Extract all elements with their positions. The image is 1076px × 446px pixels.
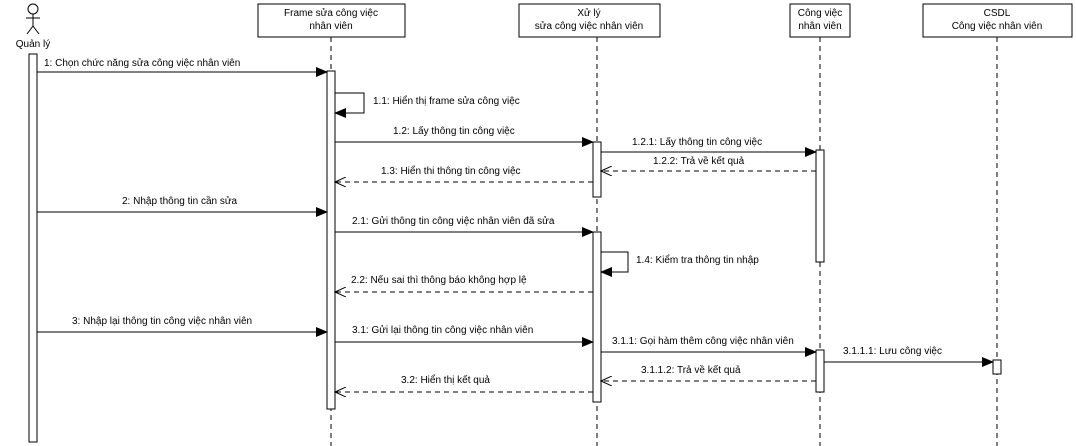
lifeline-congviec: Công việc nhân viên: [789, 3, 851, 446]
message-1-1: 1.1: Hiển thị frame sửa công việc: [334, 92, 520, 118]
lifeline-congviec-title-2: nhân viên: [798, 21, 841, 32]
message-3: 3: Nhập lại thông tin công việc nhân viê…: [37, 316, 328, 337]
activation-xuly-2: [592, 231, 602, 403]
message-1-2: 1.2: Lấy thông tin công việc: [335, 125, 594, 147]
message-1-4: 1.4: Kiểm tra thông tin nhập: [600, 251, 759, 277]
activation-congviec-1: [815, 149, 825, 263]
message-1-3: 1.3: Hiển thi thông tin công việc: [335, 165, 593, 182]
message-3-label: 3: Nhập lại thông tin công việc nhân viê…: [72, 316, 252, 327]
message-3-1-1-label: 3.1.1: Gọi hàm thêm công việc nhân viên: [612, 336, 794, 347]
lifeline-xuly-box: [518, 3, 661, 38]
message-3-1-1-2-label: 3.1.1.2: Trả về kết quả: [641, 364, 741, 376]
lifeline-csdl: CSDL Công việc nhân viên: [922, 3, 1073, 446]
message-3-1: 3.1: Gửi lại thông tin công việc nhân vi…: [335, 324, 594, 347]
lifeline-xuly: Xử lý sửa công việc nhân viên: [518, 3, 661, 446]
message-1-2-1-label: 1.2.1: Lấy thông tin công việc: [632, 136, 762, 148]
message-1-label: 1: Chọn chức năng sửa công việc nhân viê…: [44, 57, 240, 69]
message-1-2-2-label: 1.2.2: Trả về kết quả: [653, 155, 745, 167]
message-3-1-1-1: 3.1.1.1: Lưu công việc: [824, 346, 994, 367]
activation-congviec-2: [815, 349, 825, 393]
message-2-1: 2.1: Gửi thông tin công việc nhân viên đ…: [335, 215, 594, 237]
message-1-2-label: 1.2: Lấy thông tin công việc: [393, 125, 515, 137]
lifeline-frame-box: [257, 3, 406, 38]
lifeline-frame: Frame sửa công việc nhân viên: [257, 3, 406, 446]
message-1-4-label: 1.4: Kiểm tra thông tin nhập: [636, 254, 759, 266]
message-3-1-1: 3.1.1: Gọi hàm thêm công việc nhân viên: [601, 336, 817, 357]
activation-csdl: [992, 359, 1002, 375]
lifeline-xuly-title-2: sửa công việc nhân viên: [535, 20, 643, 32]
message-3-1-1-2: 3.1.1.2: Trả về kết quả: [601, 364, 816, 381]
activation-xuly-1: [592, 141, 602, 198]
message-2-label: 2: Nhập thông tin cần sửa: [122, 195, 238, 207]
lifeline-csdl-title-1: CSDL: [984, 8, 1011, 19]
message-1-2-1: 1.2.1: Lấy thông tin công việc: [601, 136, 817, 157]
message-2-1-label: 2.1: Gửi thông tin công việc nhân viên đ…: [352, 215, 555, 227]
actor-name: Quản lý: [16, 39, 50, 50]
lifeline-csdl-box: [922, 3, 1073, 38]
message-3-1-label: 3.1: Gửi lại thông tin công việc nhân vi…: [352, 324, 533, 336]
actor-head-icon: [27, 3, 39, 15]
message-2: 2: Nhập thông tin cần sửa: [37, 195, 328, 217]
message-2-2-label: 2.2: Nếu sai thì thông báo không hợp lệ: [351, 274, 527, 286]
message-2-2: 2.2: Nếu sai thì thông báo không hợp lệ: [335, 274, 593, 292]
lifeline-frame-title-2: nhân viên: [309, 21, 352, 32]
lifeline-congviec-title-1: Công việc: [798, 8, 842, 19]
actor-quan-ly: Quản lý: [16, 3, 50, 50]
activation-actor: [28, 53, 38, 443]
message-1-1-label: 1.1: Hiển thị frame sửa công việc: [373, 95, 520, 107]
activation-frame: [326, 70, 336, 410]
message-3-1-1-1-label: 3.1.1.1: Lưu công việc: [843, 346, 942, 357]
message-1-3-label: 1.3: Hiển thi thông tin công việc: [381, 165, 521, 177]
lifeline-csdl-title-2: Công việc nhân viên: [952, 21, 1043, 32]
message-3-2: 3.2: Hiển thị kết quả: [335, 374, 593, 392]
message-1-2-2: 1.2.2: Trả về kết quả: [601, 155, 816, 171]
lifeline-frame-title-1: Frame sửa công việc: [284, 7, 378, 19]
message-1: 1: Chọn chức năng sửa công việc nhân viê…: [37, 57, 328, 77]
message-3-2-label: 3.2: Hiển thị kết quả: [401, 374, 490, 386]
lifeline-xuly-title-1: Xử lý: [577, 7, 600, 19]
